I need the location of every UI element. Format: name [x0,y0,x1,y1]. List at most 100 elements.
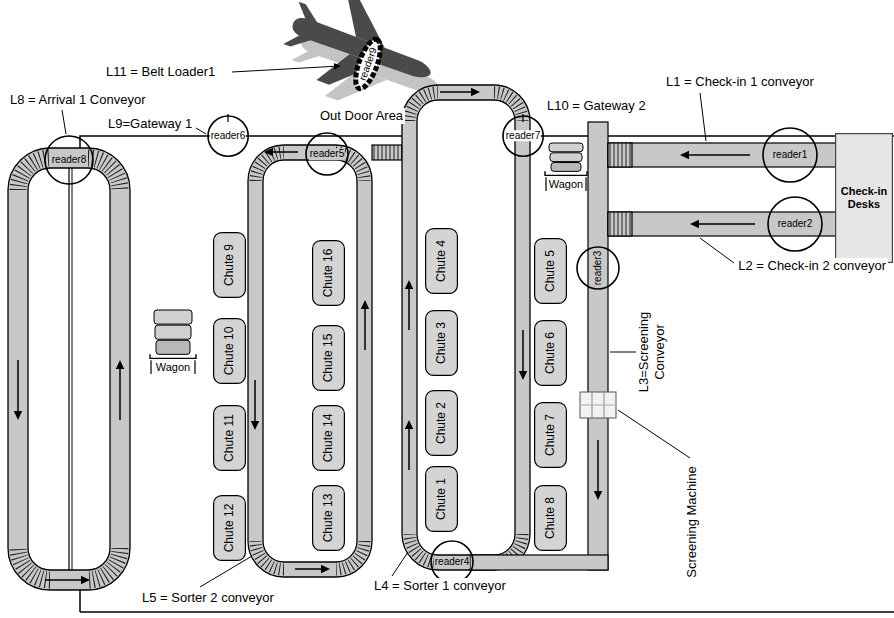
rfid-reader: reader5 [305,132,349,176]
conveyor-loop [8,148,130,590]
part-label: L5 = Sorter 2 conveyor [140,590,276,606]
node-text: Chute 3 [435,322,449,364]
node-text: Chute 16 [322,249,336,298]
text-holder: reader4 [434,556,470,568]
flow-arrow [264,148,298,156]
node-text: Chute 1 [435,478,449,520]
node-text: reader6 [211,130,245,142]
node-text: Chute 8 [544,497,558,539]
rfid-reader: reader6 [207,115,249,157]
text-holder: Chute 1 [435,478,449,520]
node-text: Chute 15 [322,334,336,383]
node-text: Wagon [549,178,583,191]
wagon: Wagon [148,307,198,375]
chute-box: Chute 3 [425,310,458,376]
conveyor-belt [608,143,632,167]
belt-loader-reader: reader9 [347,33,389,96]
part-label: L2 = Check-in 2 conveyor [736,258,888,274]
chute-box: Chute 2 [425,390,458,456]
flow-arrow [116,360,124,420]
chute-box: Chute 7 [534,402,567,468]
node-text: Chute 2 [435,402,449,444]
rfid-reader: reader2 [767,196,823,252]
conveyor-belt [470,555,608,570]
text-holder: Chute 6 [544,332,558,374]
flow-arrow [14,360,22,420]
flow-arrow [690,220,755,228]
screening-machine [580,392,616,418]
check-in-desks: Check-in Desks [835,133,893,263]
node-text: Check-in Desks [839,185,889,210]
text-holder: Chute 14 [322,414,336,463]
flow-arrow [405,420,413,470]
node-text: reader3 [592,251,604,285]
conveyors [8,85,838,590]
text-holder: Chute 5 [544,250,558,292]
part-label: L9=Gateway 1 [106,116,194,132]
flow-arrow [361,300,369,350]
text-holder: Chute 12 [223,504,237,553]
chute-box: Chute 9 [213,232,246,298]
text-holder: reader5 [309,148,345,160]
node-text: reader5 [310,148,344,160]
node-text: Chute 12 [223,504,237,553]
node-text: Chute 7 [544,414,558,456]
node-text: Chute 10 [223,327,237,376]
node-text: Chute 9 [223,244,237,286]
rfid-reader: reader3 [576,246,620,290]
text-holder: Chute 10 [223,327,237,376]
text-holder: Chute 9 [223,244,237,286]
part-label: L8 = Arrival 1 Conveyor [8,92,147,108]
node-text: Chute 13 [322,494,336,543]
rfid-reader: reader1 [762,127,818,183]
text-holder: Chute 15 [322,334,336,383]
chute-box: Chute 14 [312,405,345,471]
flow-arrow [251,380,259,430]
chute-box: Chute 4 [425,228,458,294]
node-text: Chute 4 [435,240,449,282]
node-text: reader2 [778,218,812,230]
chute-box: Chute 6 [534,320,567,386]
text-holder: Chute 13 [322,494,336,543]
text-holder: Wagon [156,361,190,374]
chute-box: Chute 5 [534,238,567,304]
node-text: Chute 11 [223,414,237,462]
wagon: Wagon [543,140,589,192]
text-holder: Wagon [549,178,583,191]
text-holder: Check-in Desks [839,185,889,210]
text-holder: Chute 7 [544,414,558,456]
text-holder: Chute 2 [435,402,449,444]
text-holder: reader1 [772,149,808,161]
part-label: L1 = Check-in 1 conveyor [664,74,816,90]
text-holder: reader6 [210,130,246,142]
text-holder: reader2 [777,218,813,230]
text-holder: reader8 [51,154,87,166]
text-holder: Chute 16 [322,249,336,298]
flow-arrow [295,565,330,573]
chute-box: Chute 12 [213,495,246,561]
flow-arrow [405,280,413,330]
node-text: Wagon [156,361,190,374]
conveyor-belt [608,212,632,236]
conveyor-belt [588,122,608,570]
flow-arrow [45,576,90,584]
rfid-reader: reader8 [44,135,94,185]
text-holder: Chute 8 [544,497,558,539]
part-label: L4 = Sorter 1 conveyor [372,578,508,594]
chute-box: Chute 11 [213,405,246,471]
node-text: Chute 5 [544,250,558,292]
flow-arrow [519,330,527,380]
chute-box: Chute 16 [312,240,345,306]
part-label: L10 = Gateway 2 [545,98,648,114]
node-text: reader8 [52,154,86,166]
rfid-reader: reader7 [502,115,544,157]
node-text: Chute 14 [322,414,336,463]
chute-box: Chute 8 [534,485,567,551]
flow-arrow [680,151,750,159]
conveyor-belt [608,212,838,236]
chute-box: Chute 13 [312,485,345,551]
conveyor-belt [608,143,838,167]
text-holder: reader3 [592,250,604,286]
text-holder: Chute 11 [223,414,237,462]
part-label: L3=Screening Conveyor [636,294,667,410]
